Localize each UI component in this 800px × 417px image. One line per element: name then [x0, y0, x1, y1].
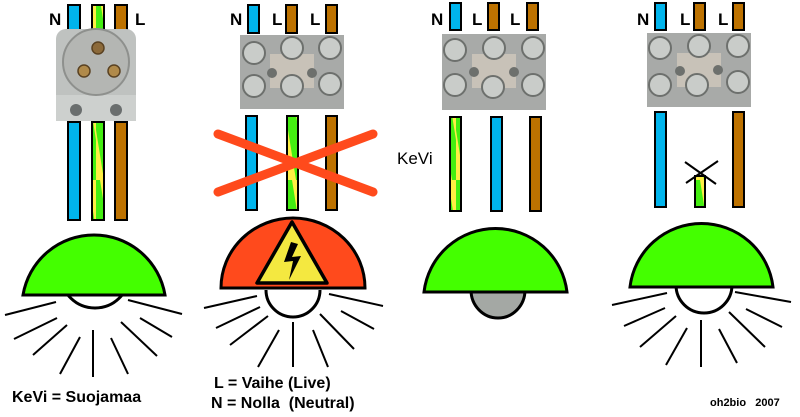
- kevi-side-label: KeVi: [397, 149, 433, 168]
- wire-label-l: L: [680, 10, 690, 29]
- wire-label-l: L: [718, 10, 728, 29]
- live-wire: [325, 4, 338, 34]
- terminal-block: [647, 33, 751, 107]
- legend-live: L = Vaihe (Live): [214, 375, 331, 392]
- lamp-green-off: [422, 226, 569, 320]
- lamp-green-lit: [4, 233, 183, 377]
- panel-missing-earth-danger: N L L: [203, 4, 384, 368]
- neutral-wire-lower: [245, 115, 258, 211]
- credit-text: oh2bio 2007: [710, 397, 780, 409]
- live-wire-lower: [325, 115, 338, 211]
- light-rays: [203, 293, 384, 368]
- live-wire: [526, 2, 539, 31]
- earth-wire-lower: [449, 116, 462, 212]
- wire-label-n: N: [230, 10, 242, 29]
- lightning-bolt-icon: [284, 242, 301, 280]
- lamp-red-warning-lit: [203, 216, 384, 368]
- wire-label-n: N: [431, 10, 443, 29]
- earth-wire: [91, 4, 105, 31]
- wire-label-l: L: [310, 10, 320, 29]
- wire-label-n: N: [637, 10, 649, 29]
- legend-kevi: KeVi = Suojamaa: [12, 389, 141, 406]
- wire-label-l: L: [472, 10, 482, 29]
- legend-neutral: N = Nolla (Neutral): [211, 395, 355, 412]
- earth-wire-stub: [694, 175, 706, 208]
- terminal-block: [442, 34, 546, 110]
- neutral-wire: [247, 4, 260, 34]
- neutral-wire-lower: [67, 121, 81, 221]
- panel-earth-as-neutral: N L L KeVi: [397, 2, 569, 320]
- live-wire-lower: [114, 121, 128, 221]
- neutral-wire: [654, 2, 667, 31]
- terminal-block: [240, 35, 344, 109]
- neutral-wire-lower: [490, 116, 503, 212]
- cross-mark-icon: [213, 129, 378, 197]
- live-wire-lower: [529, 116, 542, 212]
- neutral-wire: [449, 2, 462, 31]
- socket-connector: [56, 28, 136, 121]
- wire-label-l: L: [272, 10, 282, 29]
- earth-wire-lower: [91, 121, 105, 221]
- neutral-wire: [67, 4, 81, 31]
- lamp-green-lit: [611, 221, 792, 367]
- neutral-wire-lower: [654, 111, 667, 208]
- live-wire: [693, 2, 706, 31]
- live-wire: [114, 4, 128, 31]
- wire-label-l: L: [135, 10, 145, 29]
- panel-earth-disconnected: N L L: [611, 2, 792, 367]
- warning-triangle-icon: [255, 220, 329, 285]
- live-wire: [285, 4, 298, 34]
- light-rays: [611, 291, 792, 367]
- light-rays: [4, 299, 183, 377]
- cross-mark-icon: [684, 160, 719, 185]
- live-wire-lower: [732, 111, 745, 208]
- panel-correct-grounded: N L: [4, 4, 183, 377]
- live-wire: [732, 2, 745, 31]
- wire-label-l: L: [510, 10, 520, 29]
- live-wire: [487, 2, 500, 31]
- wire-label-n: N: [49, 10, 61, 29]
